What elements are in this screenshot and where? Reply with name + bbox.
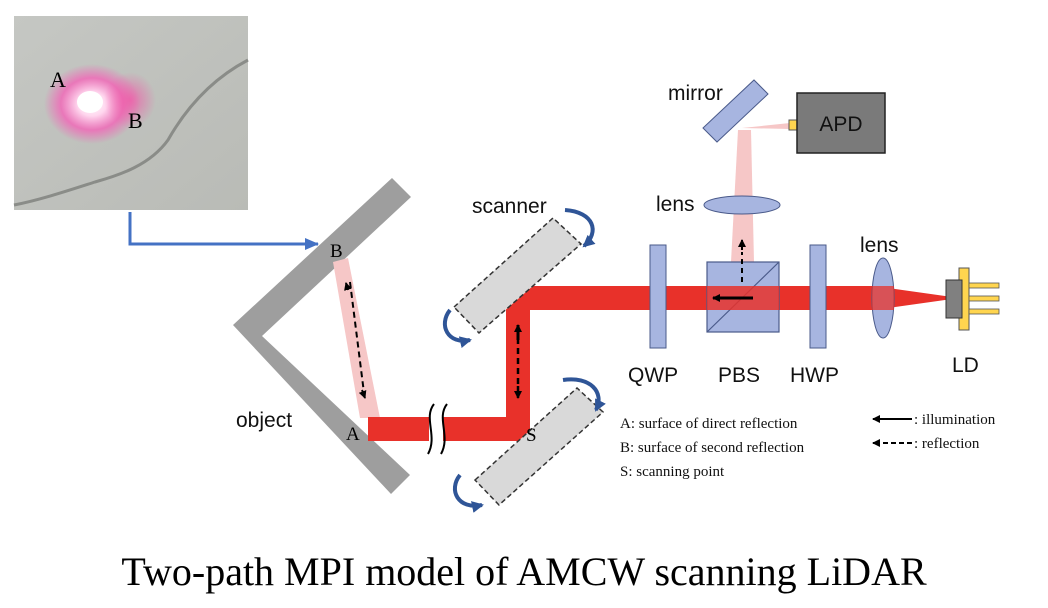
photo-inset: A B (13, 16, 249, 210)
pointer-arrow (128, 212, 319, 250)
hwp-plate (809, 244, 827, 349)
lens-right-label: lens (860, 234, 899, 257)
apd-box (796, 92, 886, 154)
photo-label-a: A (50, 67, 66, 92)
rotation-arrow-icon (562, 377, 606, 412)
pbs-label: PBS (718, 364, 760, 387)
rotation-arrow-icon (442, 308, 472, 349)
object-corner (233, 178, 411, 494)
apd-window (788, 119, 798, 131)
reflection-beam-ab (333, 258, 380, 418)
rotation-arrow-icon (564, 208, 596, 248)
point-a-label: A (346, 424, 360, 445)
legend: A: surface of direct reflection B: surfa… (620, 412, 996, 480)
ld-label: LD (952, 354, 979, 377)
scanner-upper (452, 216, 583, 335)
apd-label: APD (819, 113, 862, 136)
ld-icon (945, 267, 1000, 331)
scanner-label: scanner (472, 195, 547, 218)
rotation-arrow-icon (453, 473, 484, 513)
point-b-label: B (330, 241, 343, 262)
mirror-label: mirror (668, 82, 723, 105)
object-label: object (236, 409, 292, 432)
legend-reflection: : reflection (914, 436, 980, 452)
lens-top (703, 195, 781, 215)
point-s-label: S (526, 425, 537, 446)
reflection-arrow-ab-down (349, 281, 365, 394)
hwp-label: HWP (790, 364, 839, 387)
legend-b: B: surface of second reflection (620, 440, 805, 456)
scanner-lower (473, 386, 605, 507)
reflection-arrow-ab-up (344, 282, 352, 291)
qwp-label: QWP (628, 364, 678, 387)
legend-a: A: surface of direct reflection (620, 416, 798, 432)
legend-illumination: : illumination (914, 412, 996, 428)
beam-break (427, 403, 448, 455)
qwp-plate (649, 244, 667, 349)
caption: Two-path MPI model of AMCW scanning LiDA… (121, 549, 927, 594)
lens-top-label: lens (656, 193, 695, 216)
legend-s: S: scanning point (620, 464, 725, 480)
mirror (702, 79, 769, 143)
photo-label-b: B (128, 108, 143, 133)
